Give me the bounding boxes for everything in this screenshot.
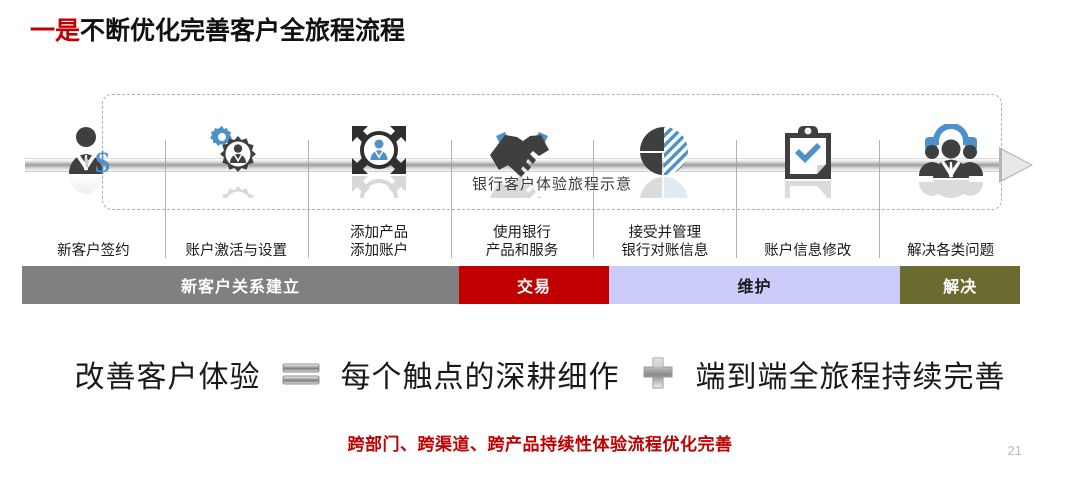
page-number: 21 bbox=[1007, 443, 1022, 458]
journey-step-label: 解决各类问题 bbox=[907, 242, 995, 259]
journey-step-label: 添加产品 添加账户 bbox=[350, 224, 409, 259]
journey-steps: $ 新客户签约 bbox=[22, 112, 1022, 264]
team-headset-icon bbox=[879, 112, 1022, 210]
journey-step-label: 接受并管理 银行对账信息 bbox=[621, 224, 709, 259]
phase-segment[interactable]: 解决 bbox=[900, 266, 1020, 304]
phase-segment[interactable]: 新客户关系建立 bbox=[22, 266, 460, 304]
journey-step-label: 账户激活与设置 bbox=[185, 242, 288, 259]
journey-step-label: 账户信息修改 bbox=[764, 242, 852, 259]
plus-3d-glyph bbox=[640, 355, 676, 393]
journey-step[interactable]: 接受并管理 银行对账信息 bbox=[593, 112, 736, 264]
phase-segment[interactable]: 维护 bbox=[608, 266, 901, 304]
journey-frame: 银行客户体验旅程示意 bbox=[102, 94, 1002, 210]
svg-text:$: $ bbox=[95, 146, 110, 179]
phase-label: 交易 bbox=[516, 279, 551, 296]
journey-step[interactable]: $ 新客户签约 bbox=[22, 112, 165, 264]
journey-caption-text: 银行客户体验旅程示意 bbox=[457, 176, 646, 193]
journey-step[interactable]: 使用银行 产品和服务 bbox=[450, 112, 594, 264]
equation-term-1: 改善客户体验 bbox=[74, 361, 261, 394]
title-rest: 不断优化完善客户全旅程流程 bbox=[80, 17, 406, 45]
pie-chart-icon bbox=[593, 112, 736, 210]
equation-term-3: 端到端全旅程持续完善 bbox=[695, 361, 1006, 394]
journey-step[interactable]: 添加产品 添加账户 bbox=[307, 112, 451, 264]
title-accent: 一是 bbox=[30, 17, 81, 45]
handshake-icon bbox=[451, 112, 594, 210]
journey-caption: 银行客户体验旅程示意 bbox=[103, 173, 1001, 194]
journey-step-label: 使用银行 产品和服务 bbox=[485, 224, 559, 259]
journey-step[interactable]: 账户信息修改 bbox=[736, 112, 879, 264]
phase-label: 解决 bbox=[943, 279, 978, 296]
journey-step[interactable]: 解决各类问题 bbox=[879, 112, 1022, 264]
equation-row: 改善客户体验 每个触点的深耕细作 bbox=[0, 352, 1080, 396]
businessman-dollar-icon: $ bbox=[22, 112, 165, 210]
timeline-arrowhead-highlight bbox=[1002, 150, 1031, 180]
gears-person-icon bbox=[165, 112, 308, 210]
phase-label: 新客户关系建立 bbox=[181, 279, 301, 296]
page-title: 一是不断优化完善客户全旅程流程 bbox=[30, 16, 405, 46]
journey-step[interactable]: 账户激活与设置 bbox=[164, 112, 308, 264]
phase-bar: 新客户关系建立 交易 维护 解决 bbox=[22, 266, 1020, 304]
equals-3d-glyph bbox=[281, 357, 321, 391]
phase-segment[interactable]: 交易 bbox=[459, 266, 609, 304]
footer-highlight-text: 跨部门、跨渠道、跨产品持续性体验流程优化完善 bbox=[347, 435, 733, 454]
equation-term-2: 每个触点的深耕细作 bbox=[340, 361, 620, 394]
phase-label: 维护 bbox=[737, 279, 772, 296]
journey-step-label: 新客户签约 bbox=[57, 242, 130, 259]
clipboard-check-icon bbox=[736, 112, 879, 210]
person-target-expand-icon bbox=[308, 112, 451, 210]
